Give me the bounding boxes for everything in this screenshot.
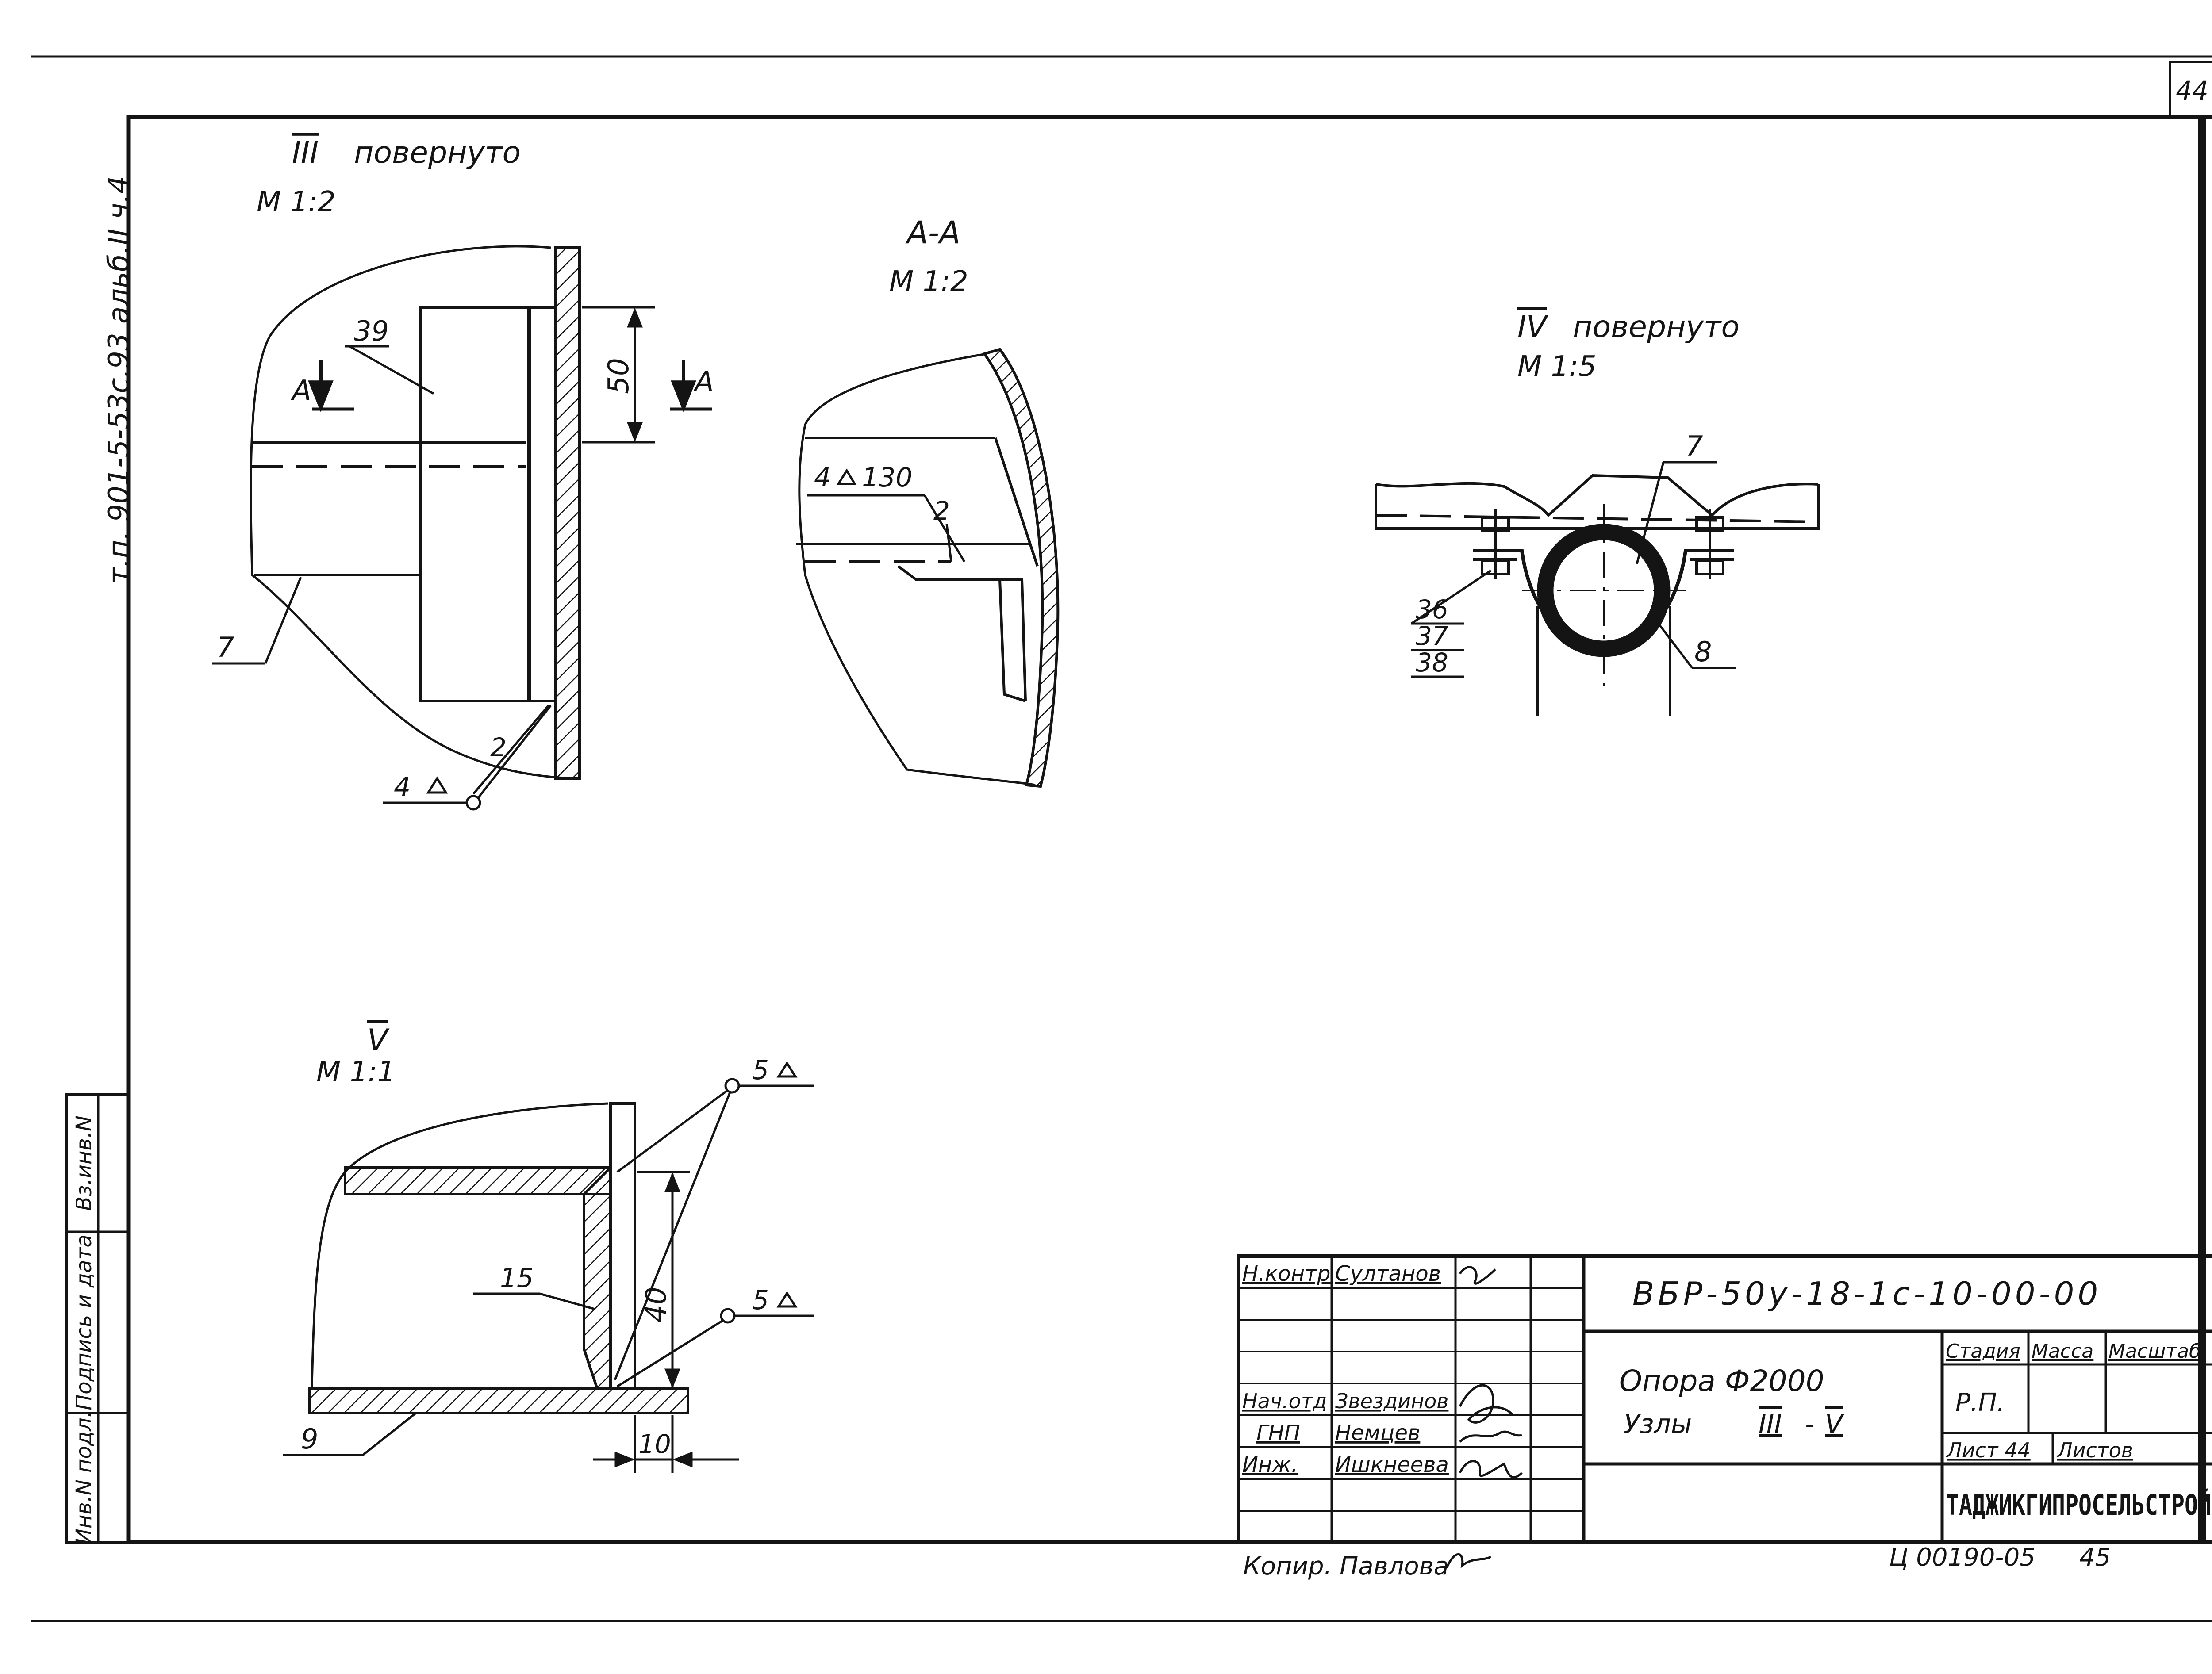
aa-weld-label: 4 [814,462,831,493]
view-iii-scale: М 1:2 [257,186,336,218]
left-strip: Инв.N подл. Подпись и дата Вз.инв.N [65,1093,130,1544]
v-part-9-label: 9 [301,1423,318,1455]
view-v-scale: М 1:1 [316,1056,396,1088]
role-grid-rows [1239,1287,1584,1512]
iv-part-36-label: 36 [1416,594,1448,624]
view-v: V М 1:1 40 10 5 5 [283,1023,814,1473]
dim-10: 10 [638,1429,671,1459]
sheet-number: 44 [2176,76,2208,106]
sheet-frame: 44 т.п. 901-5-53с.93 альб.II ч.4 [31,55,2212,1622]
view-a-a: А-А М 1:2 4 130 2 [796,215,1060,788]
aa-weld-triangle-icon [836,468,857,485]
role-person: Ишкнеева [1335,1452,1449,1477]
iv-part-37-label: 37 [1416,621,1448,651]
role-row-4: Нач.отд Звездинов [1242,1389,1448,1413]
view-iv-numeral: IV [1517,310,1549,345]
view-iii: III повернуто М 1:2 50 А А 39 7 [212,135,714,811]
sign-date-label: Подпись и дата [72,1234,96,1410]
part-39-label: 39 [354,315,389,347]
bolt-left [1481,509,1510,579]
section-mark-left: А [290,375,311,407]
inv-orig-label: Инв.N подл. [72,1411,96,1544]
view-iv-title: повернуто [1573,310,1740,345]
sheet-label: Лист 44 [1946,1438,2031,1462]
stage-header: Стадия [1946,1340,2020,1363]
role-label: Инж. [1242,1452,1298,1477]
role-label: ГНП [1256,1421,1300,1445]
document-name-prefix: Узлы [1624,1409,1692,1440]
role-label: Н.контр [1242,1261,1331,1286]
order-code: Ц 00190-05 [1889,1543,2035,1572]
scale-header: Масштаб [2108,1340,2201,1363]
signature-nemtsev [1459,1430,1522,1443]
footer: Копир. Павлова Ц 00190-05 45 [1243,1543,2111,1581]
view-aa-scale: М 1:2 [889,265,968,298]
signature-zvezdinov [1459,1384,1514,1424]
role-person: Звездинов [1335,1389,1448,1413]
mass-header: Масса [2032,1340,2093,1363]
role-person: Немцев [1335,1421,1420,1445]
v-weld-top-label: 5 [752,1055,769,1086]
document-code: ВБР-50у-18-1с-10-00-00 [1632,1275,2101,1312]
iv-part-8-label: 8 [1694,636,1712,668]
signature-pavlova [1445,1553,1492,1569]
view-iii-title: повернуто [354,135,521,170]
stage-value: Р.П. [1955,1388,2005,1417]
view-v-numeral: V [367,1023,390,1058]
organization-name: ТАДЖИКГИПРОСЕЛЬСТРОЙ [1946,1488,2211,1522]
view-iv: IV повернуто М 1:5 [1375,310,1820,716]
iv-part-38-label: 38 [1416,647,1448,678]
section-mark-right: А [693,366,714,398]
aa-pitch-label: 130 [862,462,913,493]
signature-ishkneeva [1459,1460,1523,1479]
document-name-line1: Опора Ф2000 [1619,1364,1824,1398]
document-name-from: III [1759,1409,1782,1440]
iv-part-7-label: 7 [1686,430,1703,462]
weld-4-label: 4 [394,772,411,803]
role-row-5: ГНП Немцев [1256,1421,1420,1445]
order-number: 45 [2079,1543,2111,1572]
title-block: Н.контр Султанов Нач.отд Звездинов ГНП Н… [1237,1254,2212,1544]
part-7-label: 7 [217,631,234,663]
sheet-number-box [2169,61,2212,119]
dim-50: 50 [603,358,635,394]
weld-2-label: 2 [490,732,507,762]
aa-weld-2-label: 2 [933,496,950,526]
v-part-15-label: 15 [500,1263,534,1294]
sheets-label: Листов [2056,1438,2133,1462]
view-iii-numeral: III [292,135,319,170]
document-name-to: V [1825,1409,1845,1440]
vz-inv-label: Вз.инв.N [72,1115,96,1211]
role-row-0: Н.контр Султанов [1242,1261,1441,1286]
role-person: Султанов [1335,1261,1441,1286]
role-label: Нач.отд [1242,1389,1327,1413]
view-aa-title: А-А [905,215,960,251]
signature-sultanov [1459,1266,1496,1285]
view-iv-scale: М 1:5 [1517,350,1597,383]
weld-triangle-icon [426,776,448,794]
v-weld-top-triangle-icon [776,1061,798,1078]
copied-by: Копир. Павлова [1243,1552,1449,1581]
document-name-dash: - [1805,1409,1815,1440]
v-weld-mid-label: 5 [752,1285,769,1316]
v-weld-mid-triangle-icon [776,1291,798,1308]
role-row-6: Инж. Ишкнеева [1242,1452,1449,1477]
side-stamp: т.п. 901-5-53с.93 альб.II ч.4 [103,176,135,584]
bolt-right [1695,509,1724,579]
